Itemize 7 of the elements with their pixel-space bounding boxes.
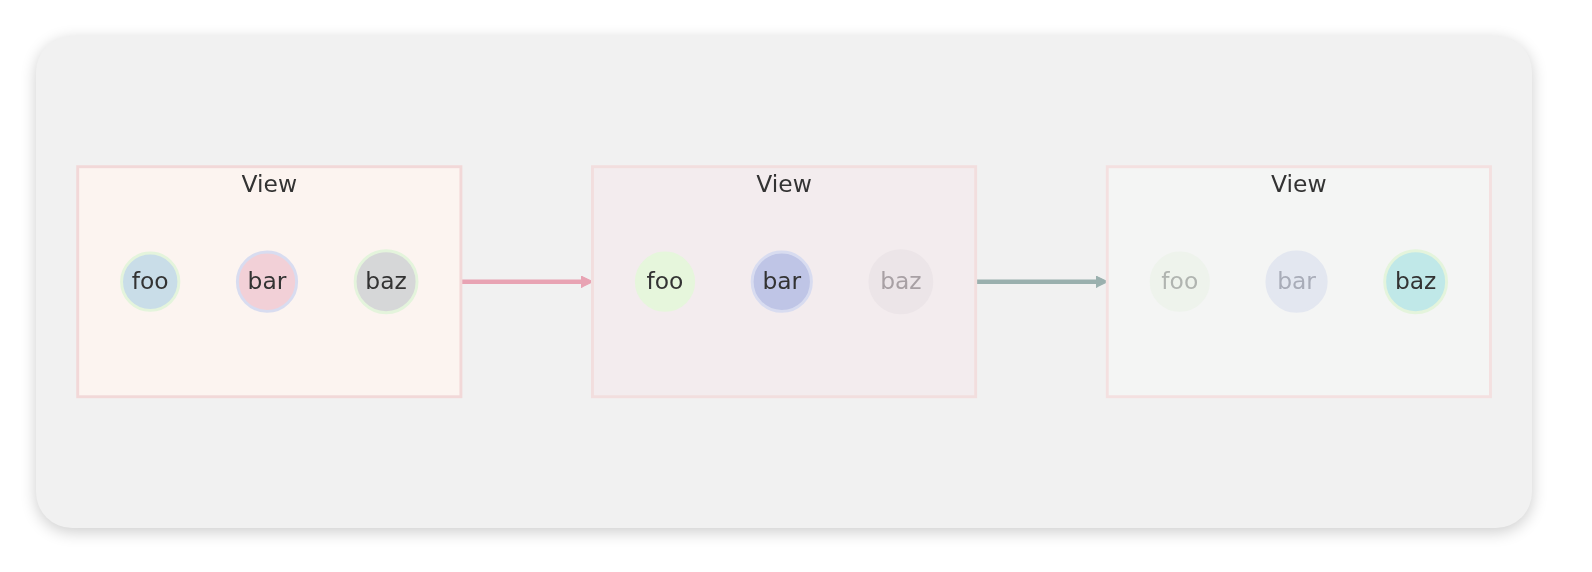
node-circle: bar [235, 250, 298, 314]
node-circle: bar [750, 250, 813, 314]
arrow [460, 275, 593, 289]
node-circle: foo [120, 251, 181, 313]
node-circle: baz [1383, 249, 1448, 315]
node-circle: baz [353, 249, 419, 315]
arrow [975, 275, 1108, 289]
